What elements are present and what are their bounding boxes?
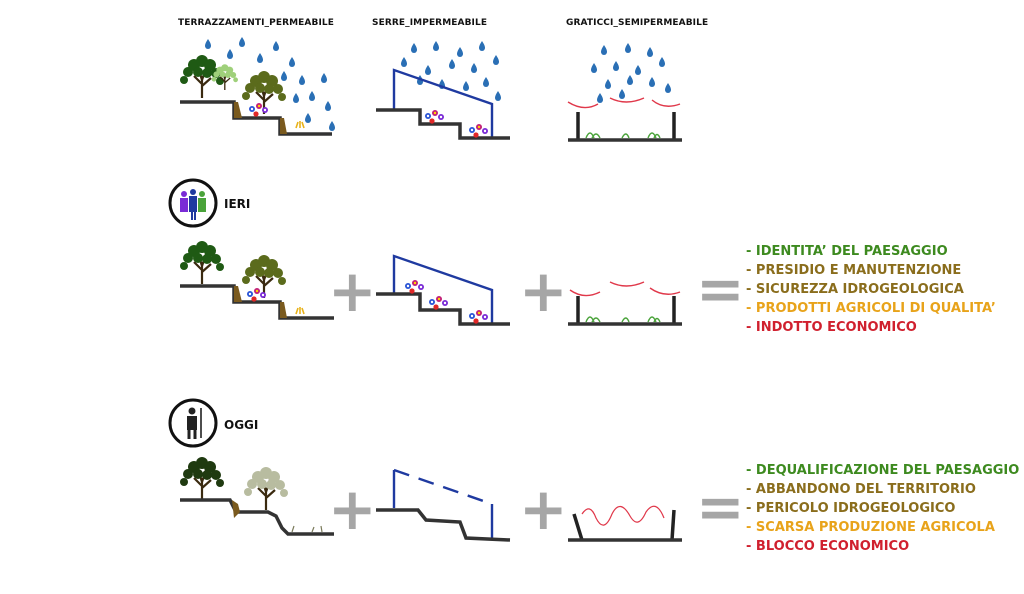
raindrop-icon <box>591 43 671 103</box>
header-greenhouse: SERRE_IMPERMEABILE <box>372 18 488 28</box>
oggi-outcome-economic-block: - BLOCCO ECONOMICO <box>746 539 910 554</box>
plus-operator: + <box>328 475 377 543</box>
flower-icon <box>249 103 268 117</box>
tree-icon <box>242 465 290 512</box>
ieri-outcome-quality-products: - PRODOTTI AGRICOLI DI QUALITA’ <box>746 301 996 316</box>
plus-operator: + <box>519 257 568 325</box>
greenhouse-oggi-scene <box>376 468 511 542</box>
ieri-outcome-maintenance: - PRESIDIO E MANUTENZIONE <box>746 263 962 278</box>
lone-farmer-icon <box>168 398 218 448</box>
trellis-oggi-scene <box>568 505 682 542</box>
ieri-outcome-economy: - INDOTTO ECONOMICO <box>746 320 917 335</box>
equals-operator: = <box>696 473 745 541</box>
ieri-outcomes-list: - IDENTITA’ DEL PAESAGGIO - PRESIDIO E M… <box>746 242 996 337</box>
farmers-group-icon <box>168 178 218 228</box>
flower-icon <box>405 280 488 324</box>
header-trellis: GRATICCI_SEMIPERMEABILE <box>566 18 709 28</box>
terraces-oggi-scene <box>178 455 334 536</box>
greenhouse-rain-scene <box>376 41 510 140</box>
plus-operator: + <box>328 257 377 325</box>
oggi-outcome-abandonment: - ABBANDONO DEL TERRITORIO <box>746 482 976 497</box>
terraces-ieri-scene <box>178 239 334 320</box>
ieri-label: IERI <box>224 197 251 211</box>
trellis-rain-scene <box>567 43 682 142</box>
plus-operator: + <box>519 475 568 543</box>
equals-operator: = <box>696 255 745 323</box>
oggi-outcome-landscape-decline: - DEQUALIFICAZIONE DEL PAESAGGIO <box>746 463 1020 478</box>
raindrop-icon <box>401 41 501 101</box>
oggi-outcomes-list: - DEQUALIFICAZIONE DEL PAESAGGIO - ABBAN… <box>746 461 1019 556</box>
trellis-ieri-scene <box>568 281 682 326</box>
greenhouse-ieri-scene <box>376 254 510 326</box>
tree-icon <box>178 455 226 502</box>
oggi-outcome-hydro-danger: - PERICOLO IDROGEOLOGICO <box>746 501 956 516</box>
terraces-rain-scene <box>178 37 335 136</box>
oggi-outcome-low-production: - SCARSA PRODUZIONE AGRICOLA <box>746 520 995 535</box>
oggi-label: OGGI <box>224 418 259 432</box>
ieri-outcome-landscape-identity: - IDENTITA’ DEL PAESAGGIO <box>746 244 948 259</box>
ieri-outcome-hydro-safety: - SICUREZZA IDROGEOLOGICA <box>746 282 964 297</box>
header-terraces: TERRAZZAMENTI_PERMEABILE <box>178 18 334 28</box>
tree-icon <box>178 239 226 286</box>
